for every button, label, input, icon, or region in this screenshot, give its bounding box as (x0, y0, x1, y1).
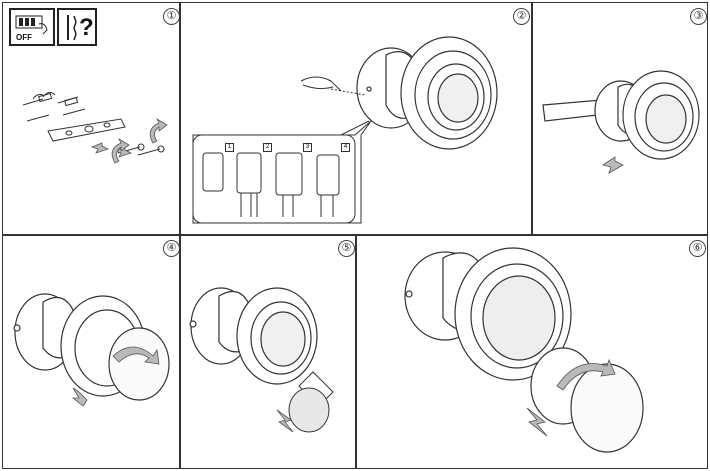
substep-2-label: 2 (263, 143, 272, 152)
off-label: OFF (16, 33, 32, 42)
step-1-panel: ① OFF ? (2, 2, 180, 235)
step-4-panel: ④ (2, 235, 180, 469)
step-5-panel: ⑤ (180, 235, 356, 469)
wire-stripper-icon (300, 76, 342, 92)
arrow-icon (602, 156, 624, 174)
step-2-panel: ② (180, 2, 532, 235)
step-3-drawing (542, 70, 700, 174)
step-1-drawing (22, 91, 168, 164)
step-6-drawing (404, 247, 644, 453)
rotate-arrow-icon (112, 346, 160, 365)
substep-4-label: 4 (341, 143, 350, 152)
step-3-panel: ③ (532, 2, 708, 235)
step-4-drawing (13, 293, 170, 407)
step-6-number: ⑥ (689, 240, 706, 257)
substep-1-label: 1 (225, 143, 234, 152)
arrow-icon (90, 117, 168, 164)
step-2-drawing (192, 36, 498, 224)
step-5-drawing (189, 287, 334, 433)
question-mark: ? (79, 14, 94, 41)
arrow-icon (526, 407, 548, 437)
substep-3-label: 3 (303, 143, 312, 152)
step-3-number: ③ (690, 8, 707, 25)
step-4-number: ④ (163, 240, 179, 257)
step-2-number: ② (513, 8, 530, 25)
step-1-number: ① (163, 8, 179, 25)
step-5-number: ⑤ (338, 240, 355, 257)
rotate-arrow-icon (556, 358, 616, 391)
bulb-icon (288, 371, 334, 433)
arrow-icon (71, 387, 88, 407)
power-off-icon: OFF (9, 8, 55, 46)
step-6-panel: ⑥ (356, 235, 708, 469)
arrow-icon (276, 409, 294, 433)
screws-icon: ? (57, 8, 97, 46)
